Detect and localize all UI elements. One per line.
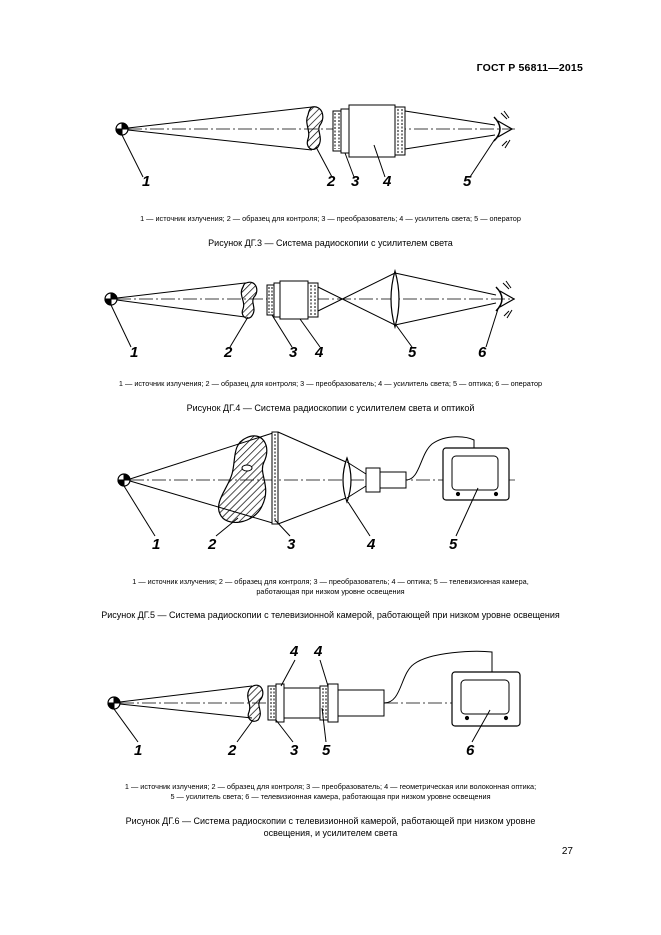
fig5-label-4: 4	[366, 536, 376, 553]
figure-dg4-diagram: 1 2 3 4 5 6	[104, 268, 516, 361]
fig4-label-5: 5	[408, 344, 417, 361]
fig4-legend: 1 — источник излучения; 2 — образец для …	[118, 379, 543, 388]
fig5-caption: Рисунок ДГ.5 — Система радиоскопии с тел…	[101, 610, 560, 620]
fig6-label-6: 6	[466, 742, 475, 759]
figure-dg6-diagram: 4 4 1 2 3 5 6	[107, 643, 521, 759]
fig5-label-3: 3	[287, 536, 296, 553]
fig6-label-3: 3	[290, 742, 299, 759]
fig4-label-2: 2	[223, 344, 233, 361]
fig4-label-1: 1	[130, 344, 138, 361]
fig6-label-1: 1	[134, 742, 142, 759]
fig6-caption-line1: Рисунок ДГ.6 — Система радиоскопии с тел…	[125, 816, 536, 826]
fig5-legend-line1: 1 — источник излучения; 2 — образец для …	[132, 577, 529, 586]
fig5-label-1: 1	[152, 536, 160, 553]
fig6-label-4b: 4	[313, 643, 323, 660]
fig3-label-4: 4	[382, 173, 392, 190]
fig3-legend: 1 — источник излучения; 2 — образец для …	[140, 214, 521, 223]
figure-dg3-diagram: 1 2 3 4 5	[115, 104, 515, 190]
fig6-legend-line2: 5 — усилитель света; 6 — телевизионная к…	[170, 792, 491, 801]
fig5-label-5: 5	[449, 536, 458, 553]
fig4-caption: Рисунок ДГ.4 — Система радиоскопии с уси…	[186, 403, 475, 413]
fig3-caption: Рисунок ДГ.3 — Система радиоскопии с уси…	[208, 238, 453, 248]
figure-dg5-diagram: 1 2 3 4 5	[117, 431, 515, 553]
fig6-label-4a: 4	[289, 643, 299, 660]
fig6-label-5: 5	[322, 742, 331, 759]
page-number: 27	[561, 846, 573, 857]
fig3-label-1: 1	[142, 173, 150, 190]
fig3-label-5: 5	[463, 173, 472, 190]
fig5-label-2: 2	[207, 536, 217, 553]
fig4-label-4: 4	[314, 344, 324, 361]
fig6-label-2: 2	[227, 742, 237, 759]
fig5-legend-line2: работающая при низком уровне освещения	[256, 587, 405, 596]
document-header: ГОСТ Р 56811—2015	[476, 62, 583, 74]
fig4-label-6: 6	[478, 344, 487, 361]
fig6-legend-line1: 1 — источник излучения; 2 — образец для …	[124, 782, 537, 791]
fig3-label-2: 2	[326, 173, 336, 190]
fig6-caption-line2: освещения, и усилителем света	[263, 828, 398, 838]
fig4-label-3: 3	[289, 344, 298, 361]
fig3-label-3: 3	[351, 173, 360, 190]
